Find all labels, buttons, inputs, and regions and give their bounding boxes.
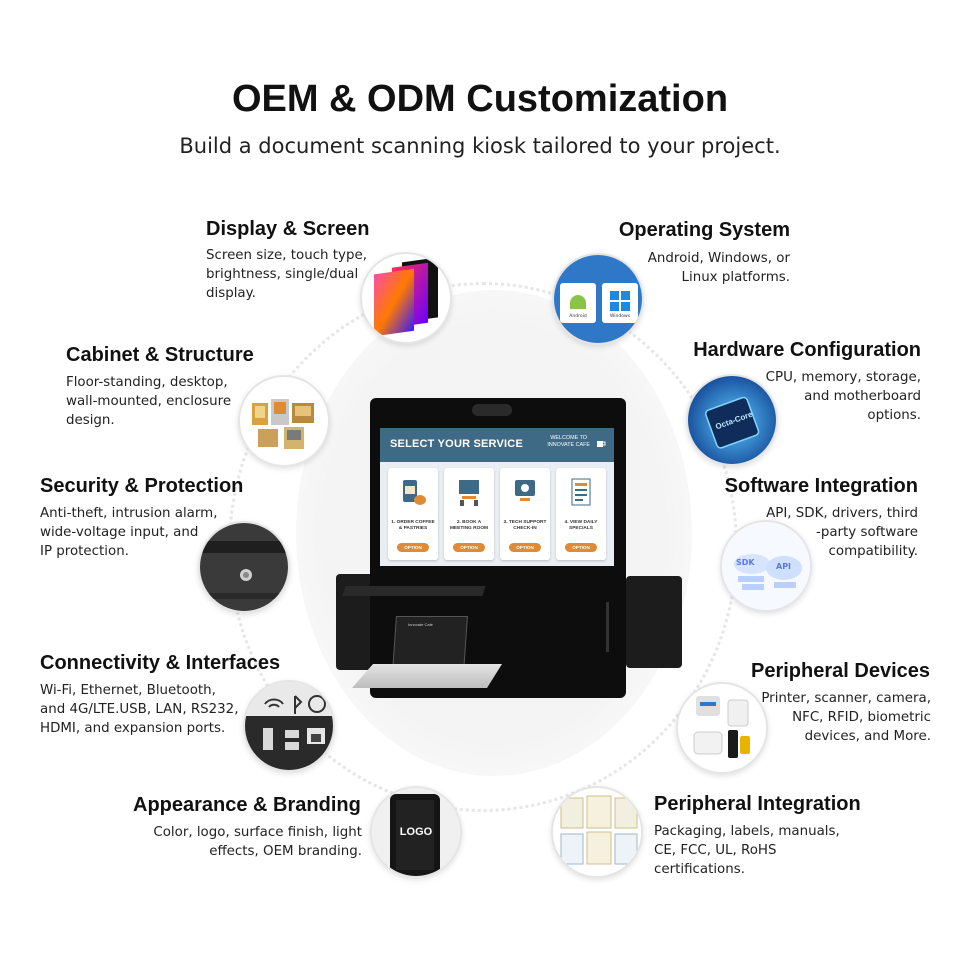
cup-icon [597, 441, 606, 447]
option-card[interactable]: 1. ORDER COFFEE & PASTRIES OPTION [388, 468, 438, 560]
branding-desc: Color, logo, surface finish, light effec… [153, 825, 362, 859]
page-subtitle: Build a document scanning kiosk tailored… [179, 134, 781, 158]
display-title: Display & Screen [206, 218, 370, 240]
peripherals-title: Peripheral Devices [751, 660, 930, 682]
option-button[interactable]: OPTION [509, 543, 541, 552]
api-label: API [776, 562, 792, 571]
peripheral-devices-icon [676, 682, 768, 774]
hardware-desc: CPU, memory, storage, and motherboard op… [765, 370, 921, 423]
option-label: 2. BOOK A MEETING ROOM [449, 520, 489, 531]
peripherals-desc: Printer, scanner, camera, NFC, RFID, bio… [761, 691, 931, 744]
logo-panel-icon: LOGO [370, 786, 462, 878]
software-title: Software Integration [724, 475, 918, 497]
windows-label: Windows [609, 314, 631, 319]
logo-label: LOGO [399, 826, 433, 838]
integration-desc: Packaging, labels, manuals, CE, FCC, UL,… [654, 824, 840, 877]
menu-icon [571, 478, 591, 506]
cabinet-title: Cabinet & Structure [66, 344, 254, 366]
os-title: Operating System [618, 219, 790, 241]
display-desc: Screen size, touch type, brightness, sin… [206, 248, 367, 301]
option-button[interactable]: OPTION [397, 543, 429, 552]
meeting-room-icon [459, 480, 479, 506]
id-card-text: Innovate Cafe [408, 622, 433, 627]
ports-icon [243, 680, 335, 772]
cabinet-samples-icon [238, 375, 330, 467]
sdk-label: SDK [736, 558, 755, 567]
cabinet-desc: Floor-standing, desktop, wall-mounted, e… [66, 375, 232, 428]
integration-title: Peripheral Integration [654, 793, 861, 815]
software-desc: API, SDK, drivers, third -party software… [766, 506, 918, 559]
camera-icon [472, 404, 512, 416]
hardware-title: Hardware Configuration [693, 339, 921, 361]
display-screens-icon [360, 252, 452, 344]
scanner-wing-right [626, 576, 682, 668]
os-icons: Android Windows [552, 253, 644, 345]
lock-sensor-icon [198, 521, 290, 613]
coffee-icon [403, 480, 426, 505]
screen-title: SELECT YOUR SERVICE [390, 438, 523, 450]
option-card[interactable]: 3. TECH SUPPORT CHECK-IN OPTION [500, 468, 550, 560]
option-button[interactable]: OPTION [565, 543, 597, 552]
connectivity-desc: Wi-Fi, Ethernet, Bluetooth, and 4G/LTE.U… [40, 683, 239, 736]
cpu-chip-icon: Octa-Core [686, 374, 778, 466]
certificates-icon [551, 786, 643, 878]
connectivity-title: Connectivity & Interfaces [40, 652, 281, 674]
page-title: OEM & ODM Customization [231, 78, 729, 120]
branding-title: Appearance & Branding [133, 794, 361, 816]
headset-icon [515, 480, 535, 501]
sdk-api-cloud-icon: SDK API [720, 520, 812, 612]
option-card[interactable]: 2. BOOK A MEETING ROOM OPTION [444, 468, 494, 560]
option-card[interactable]: 4. VIEW DAILY SPECIALS OPTION [556, 468, 606, 560]
scanner-hood [342, 586, 486, 596]
option-label: 3. TECH SUPPORT CHECK-IN [503, 520, 547, 531]
option-button[interactable]: OPTION [453, 543, 485, 552]
card-slot [606, 602, 609, 652]
security-title: Security & Protection [40, 475, 244, 497]
android-label: Android [569, 314, 587, 319]
screen-header [380, 428, 614, 462]
os-desc: Android, Windows, or Linux platforms. [647, 251, 790, 285]
option-label: 1. ORDER COFFEE & PASTRIES [391, 520, 435, 531]
security-desc: Anti-theft, intrusion alarm, wide-voltag… [40, 506, 218, 559]
scanner-tray [352, 664, 502, 688]
screen-welcome: WELCOME TO INNOVATE CAFE [547, 435, 590, 448]
kiosk-screen: SELECT YOUR SERVICE WELCOME TO INNOVATE … [380, 428, 614, 566]
option-label: 4. VIEW DAILY SPECIALS [564, 520, 598, 531]
